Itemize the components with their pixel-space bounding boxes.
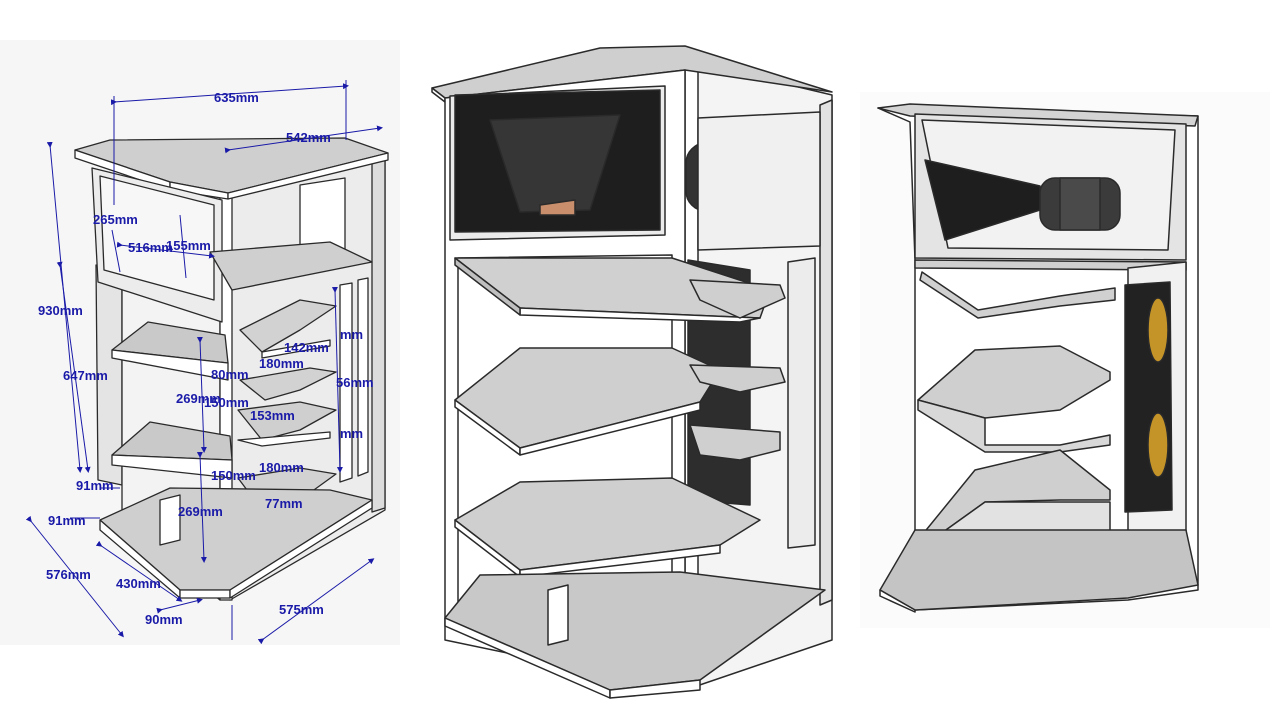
- dim-153: 153mm: [250, 408, 295, 423]
- dim-180-upper: 180mm: [259, 356, 304, 371]
- dim-150-lower: 150mm: [211, 468, 256, 483]
- dim-150-upper: 150mm: [204, 395, 249, 410]
- dim-576: 576mm: [46, 567, 91, 582]
- dim-265: 265mm: [93, 212, 138, 227]
- dim-91-lower: 91mm: [48, 513, 86, 528]
- dim-mm-b: mm: [340, 426, 364, 441]
- dim-90: 90mm: [145, 612, 183, 627]
- dim-635: 635mm: [214, 90, 259, 105]
- dim-mm-a: mm: [340, 327, 364, 342]
- dim-56: 56mm: [336, 375, 374, 390]
- dim-91-upper: 91mm: [76, 478, 114, 493]
- middle-cabinet: [431, 45, 833, 699]
- dim-930: 930mm: [38, 303, 83, 318]
- dim-180-lower: 180mm: [259, 460, 304, 475]
- dim-647: 647mm: [63, 368, 108, 383]
- left-cabinet: [74, 137, 389, 601]
- dimension-lines: [25, 80, 383, 645]
- dim-430: 430mm: [116, 576, 161, 591]
- dim-155: 155mm: [166, 238, 211, 253]
- dim-575: 575mm: [279, 602, 324, 617]
- dim-80: 80mm: [211, 367, 249, 382]
- dim-516: 516mm: [128, 240, 173, 255]
- dim-542: 542mm: [286, 130, 331, 145]
- dim-269-lower: 269mm: [178, 504, 223, 519]
- dim-269-upper: 269mm: [176, 391, 221, 406]
- dim-142: 142mm: [284, 340, 329, 355]
- right-cabinet: [860, 92, 1270, 628]
- dim-77: 77mm: [265, 496, 303, 511]
